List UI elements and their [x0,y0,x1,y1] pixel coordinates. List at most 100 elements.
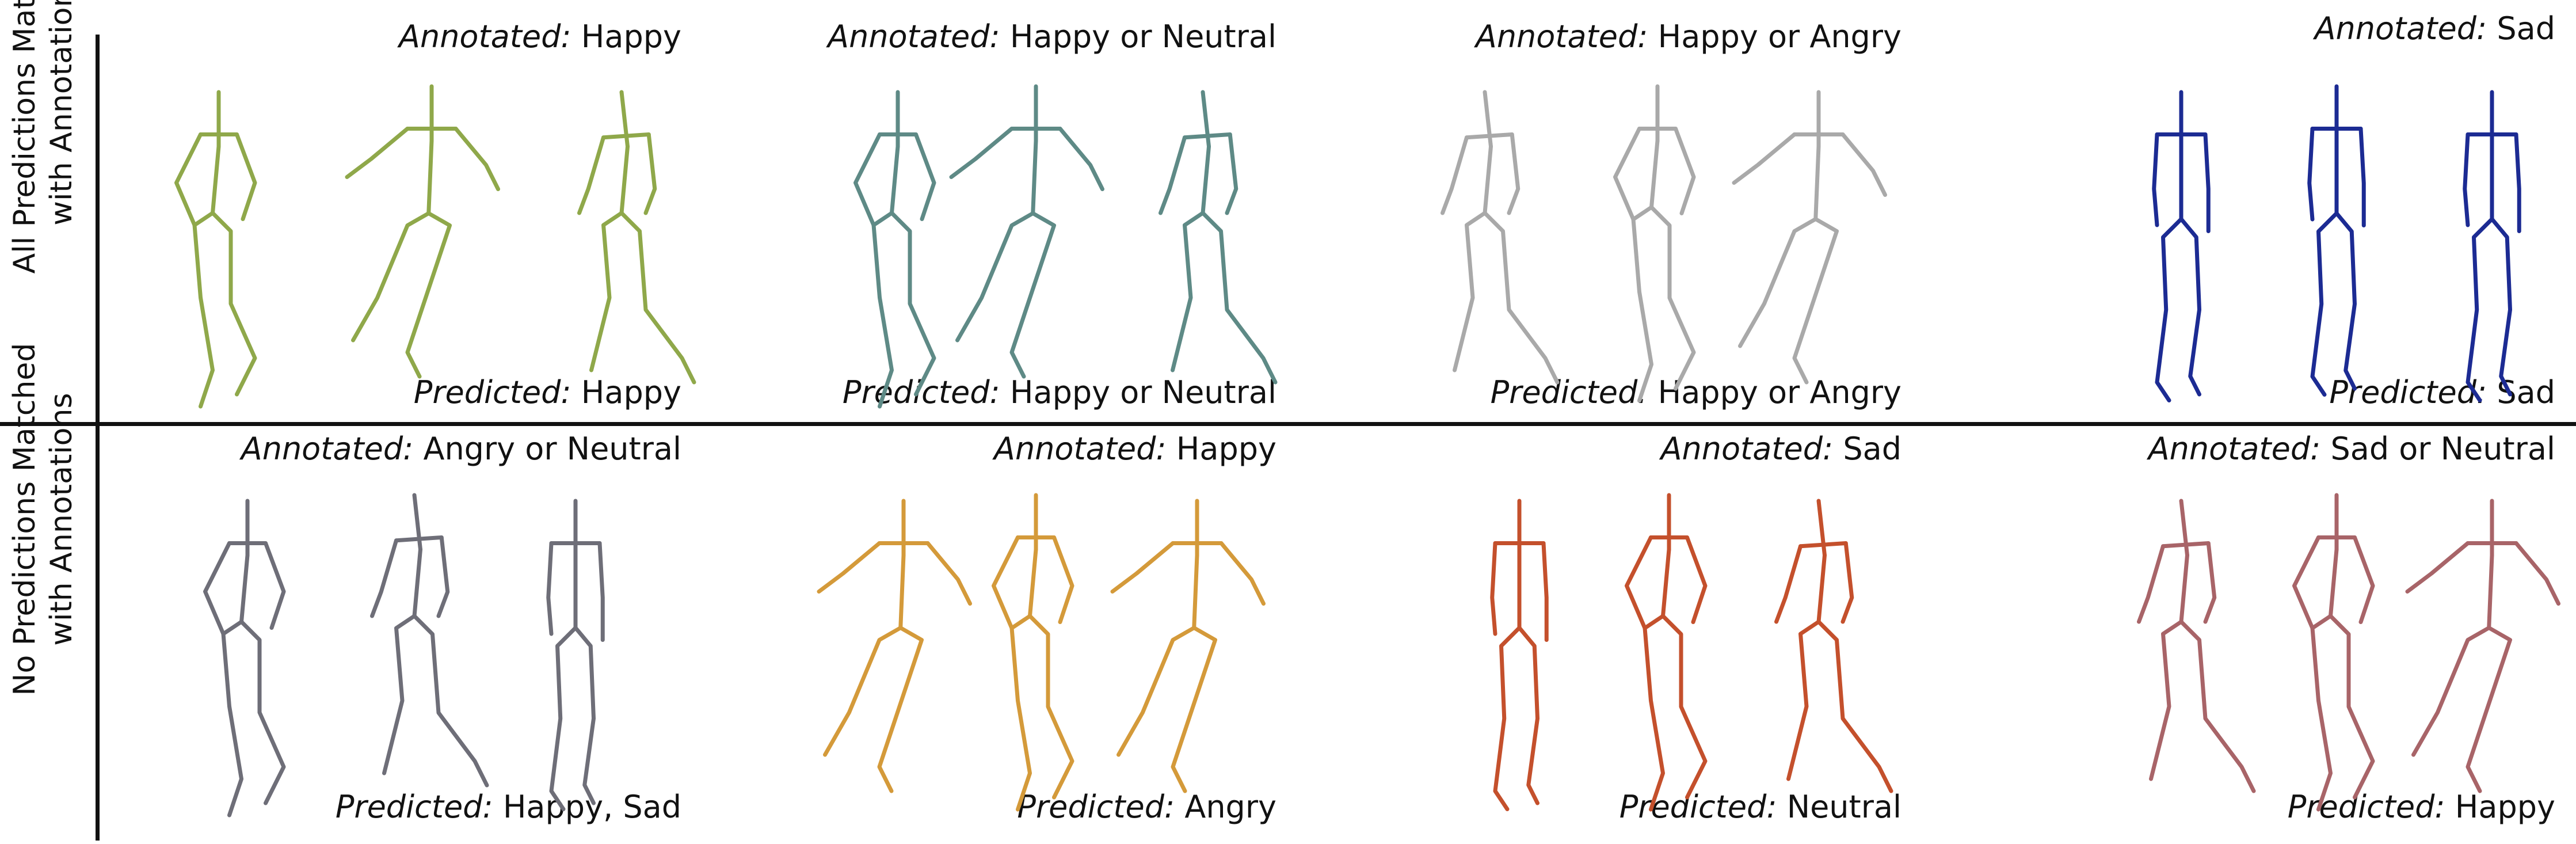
skeleton-r1-p1-f1 [174,90,257,409]
skeleton-limb [1483,90,1493,149]
skeleton-limb [925,541,972,606]
skeleton-limb [1183,132,1232,140]
skeleton-limb [1171,211,1205,372]
skeleton-limb [412,548,422,618]
skeleton-limb [1465,132,1514,140]
skeleton-limb [412,493,422,552]
skeleton-r2-p4-f2 [2292,493,2375,812]
skeleton-limb [1028,614,1074,800]
skeleton-limb [2179,619,2256,793]
panel-1-4-annotated: Annotated: Sad [2314,10,2555,47]
skeleton-r2-p3-f2 [1625,493,1708,812]
skeleton-limb [619,145,630,215]
skeleton-limb [2307,127,2315,222]
skeleton-limb [1225,132,1239,215]
panel-2-3-predicted: Predicted: Neutral [1619,789,1901,825]
skeleton-limb [2292,535,2320,630]
skeleton-limb [949,127,1014,179]
skeleton-limb [2353,535,2375,624]
horizontal-divider [0,422,2576,426]
skeleton-limb [2152,132,2159,227]
skeleton-limb [1685,535,1708,624]
skeleton-limb [2405,541,2470,594]
panel-1-2-annotated: Annotated: Happy or Neutral [828,18,1276,55]
skeleton-limb [454,127,500,191]
skeleton-limb [890,145,900,215]
skeleton-limb [1201,90,1211,149]
skeleton-limb [2155,217,2183,402]
skeleton-r2-p1-f1 [203,499,286,818]
skeleton-r2-p4-f3 [2405,499,2560,793]
skeleton-limb [239,619,286,805]
skeleton-limb [1483,211,1560,385]
skeleton-limb [573,626,596,805]
skeleton-limb [1541,541,1549,642]
skeleton-limb [898,553,906,630]
skeleton-limb [2487,553,2494,630]
skeleton-limb [1649,205,1696,391]
skeleton-limb [2466,626,2512,793]
skeleton-limb [370,538,398,618]
skeleton-limb [2490,217,2512,397]
panel-1-1-annotated: Annotated: Happy [399,18,681,55]
skeleton-limb [345,127,410,179]
skeleton-limb [2411,626,2491,757]
skeleton-limb [597,541,605,642]
skeleton-limb [405,211,452,379]
skeleton-limb [221,619,243,818]
skeleton-limb [1840,541,1854,624]
skeleton-limb [577,135,605,215]
skeleton-limb [2179,553,2189,624]
skeleton-limb [1613,127,1641,222]
skeleton-limb [2463,132,2470,227]
panel-2-4-annotated: Annotated: Sad or Neutral [2148,431,2555,467]
skeleton-limb [1110,541,1175,594]
skeleton-limb [1441,135,1469,215]
skeleton-limb [1159,135,1187,215]
skeleton-limb [174,132,203,227]
skeleton-limb [2137,544,2165,624]
skeleton-r2-p3-f3 [1774,499,1893,793]
skeleton-limb [2179,217,2201,397]
skeleton-limb [1774,544,1803,624]
skeleton-limb [890,211,936,397]
skeleton-limb [1813,145,1821,221]
skeleton-limb [1786,619,1821,781]
panel-1-3-annotated: Annotated: Happy or Angry [1475,18,1901,55]
skeleton-limb [914,132,936,221]
skeleton-r2-p1-f2 [370,493,489,788]
skeleton-r2-p3-f1 [1490,499,1549,811]
skeleton-limb [2310,614,2333,812]
skeleton-limb [1009,614,1032,812]
skeleton-r1-p1-f3 [577,90,696,385]
skeleton-limb [1483,145,1493,215]
skeleton-limb [2310,211,2339,397]
skeleton-limb [2334,211,2357,391]
skeleton-limb [589,211,624,372]
skeleton-limb [211,145,221,215]
skeleton-limb [546,541,554,636]
skeleton-limb [235,132,257,221]
skeleton-limb [239,553,250,624]
skeleton-limb [601,132,651,140]
skeleton-limb [549,626,578,811]
skeleton-limb [2203,132,2211,233]
skeleton-r1-p2-f2 [949,84,1104,379]
skeleton-limb [2179,499,2189,557]
skeleton-limb [2161,541,2211,549]
skeleton-limb [436,535,450,618]
skeleton-limb [1649,139,1660,210]
skeleton-limb [1840,132,1887,197]
skeleton-r1-p4-f1 [2152,90,2211,402]
skeleton-limb [1453,211,1487,372]
panel-2-1-predicted: Predicted: Happy, Sad [335,789,681,825]
skeleton-limb [853,132,882,227]
skeleton-limb [955,211,1035,343]
skeleton-limb [1816,499,1827,557]
skeleton-limb [2329,614,2375,800]
skeleton-limb [1031,139,1038,215]
skeleton-limb [1661,548,1671,618]
panel-1-3-predicted: Predicted: Happy or Angry [1490,374,1901,410]
skeleton-limb [2358,127,2366,227]
